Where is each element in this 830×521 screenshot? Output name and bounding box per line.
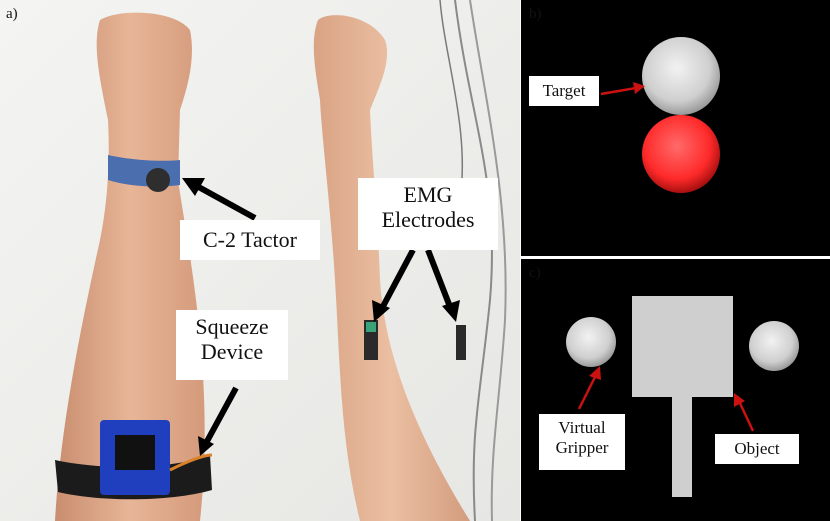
gripper-arrow	[577, 374, 598, 410]
emg-label-line1: EMG	[403, 182, 453, 207]
emg-arrow-left-head	[372, 300, 390, 322]
panel-b-label: b)	[529, 6, 542, 22]
left-arm	[55, 12, 205, 521]
squeeze-arrow	[202, 386, 239, 447]
device-wire	[169, 453, 213, 472]
gripper-sphere-left	[566, 317, 616, 367]
emg-arrow-right-head	[442, 300, 460, 322]
panel-a-photo: a) C-2 Tactor EMG Electrodes Squeeze Dev…	[0, 0, 520, 521]
gripper-label-line1: Virtual	[558, 418, 606, 437]
object-arrow	[737, 400, 755, 432]
object-block	[632, 296, 733, 397]
target-label: Target	[529, 76, 599, 106]
object-label-text: Object	[734, 439, 780, 458]
target-arrow	[600, 86, 637, 96]
squeeze-motor	[115, 435, 155, 470]
target-label-text: Target	[542, 81, 586, 100]
tactor-label-text: C-2 Tactor	[203, 227, 297, 252]
panel-a-label: a)	[6, 6, 18, 22]
gripper-sphere-right	[749, 321, 799, 371]
panel-c-label: c)	[529, 265, 541, 281]
cable	[454, 0, 493, 521]
arms-photo	[0, 0, 520, 521]
gripper-label-line2: Gripper	[555, 437, 609, 457]
panel-b-scene	[600, 37, 720, 193]
emg-electrode-tab	[366, 322, 376, 332]
tactor-arrow	[193, 182, 257, 221]
emg-arrow-left	[377, 248, 416, 314]
tactor-disc	[146, 168, 170, 192]
cable	[439, 0, 464, 201]
object-label: Object	[715, 434, 799, 464]
emg-label-line2: Electrodes	[381, 207, 475, 233]
panel-b-target-view: b) Target	[521, 0, 830, 256]
panel-c-gripper-view: c) Virtual Gripper Object	[521, 259, 830, 521]
right-arm	[313, 15, 470, 521]
squeeze-label: Squeeze Device	[176, 310, 288, 380]
tactor-label: C-2 Tactor	[180, 220, 320, 260]
object-handle	[672, 397, 692, 497]
object-arrowhead	[734, 393, 745, 407]
gripper-label: Virtual Gripper	[539, 414, 625, 470]
cursor-sphere	[642, 115, 720, 193]
squeeze-label-line1: Squeeze	[195, 314, 269, 339]
emg-electrode-right	[456, 325, 466, 360]
emg-label: EMG Electrodes	[358, 178, 498, 250]
gripper-arrowhead	[589, 366, 601, 380]
tactor-arrowhead	[182, 178, 205, 196]
squeeze-label-line2: Device	[200, 339, 264, 365]
target-sphere	[642, 37, 720, 115]
target-arrowhead	[633, 82, 645, 94]
cable	[469, 0, 507, 521]
squeeze-arrowhead	[198, 436, 214, 456]
emg-arrow-right	[425, 248, 455, 314]
panel-c-scene	[566, 296, 799, 497]
annotation-arrows	[182, 178, 460, 456]
